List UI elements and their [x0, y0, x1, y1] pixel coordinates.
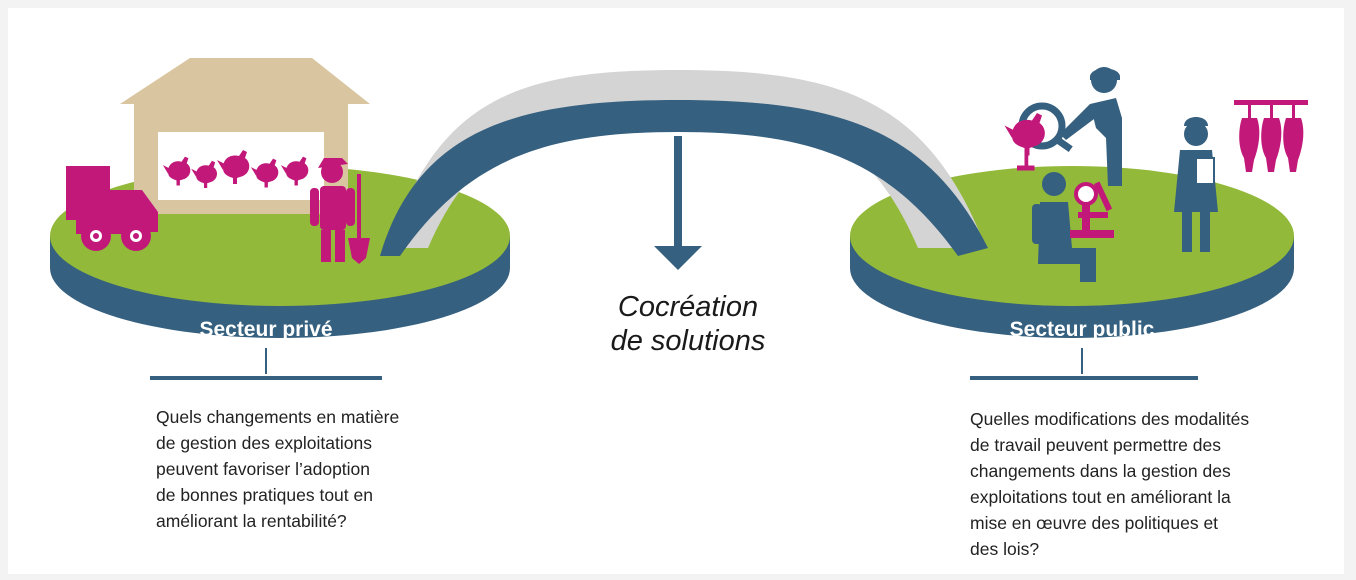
shovel-icon	[348, 174, 370, 264]
private-sector-question: Quels changements en matière de gestion …	[156, 407, 400, 531]
divider	[970, 376, 1198, 380]
inspector-icon	[1060, 67, 1122, 186]
diagram-canvas: Secteur privé Secteur public Cocréation …	[8, 8, 1344, 574]
farmer-icon	[310, 158, 355, 262]
cocreation-caption: Cocréation de solutions	[568, 290, 808, 358]
scientist-icon	[1032, 172, 1096, 282]
arrow-down-icon	[654, 136, 702, 270]
hanging-poultry-icon	[1234, 100, 1308, 172]
private-sector-label: Secteur privé	[150, 318, 382, 380]
public-sector-label: Secteur public	[970, 318, 1198, 380]
veterinarian-icon	[1174, 117, 1218, 252]
cocreation-line-2: de solutions	[610, 325, 766, 357]
bridge	[380, 70, 988, 256]
diagram-svg: Secteur privé Secteur public	[50, 58, 1308, 380]
public-sector-question: Quelles modifications des modalités de t…	[970, 409, 1250, 559]
cocreation-line-1: Cocréation	[617, 291, 759, 323]
truck-icon	[66, 166, 158, 251]
leader-line	[265, 348, 267, 374]
bridge-side	[380, 100, 988, 256]
divider	[150, 376, 382, 380]
public-sector-label-text: Secteur public	[1010, 318, 1155, 341]
private-sector-label-text: Secteur privé	[199, 318, 332, 341]
chicken-icon	[1004, 113, 1045, 171]
leader-line	[1081, 348, 1083, 374]
microscope-icon	[1070, 181, 1114, 238]
